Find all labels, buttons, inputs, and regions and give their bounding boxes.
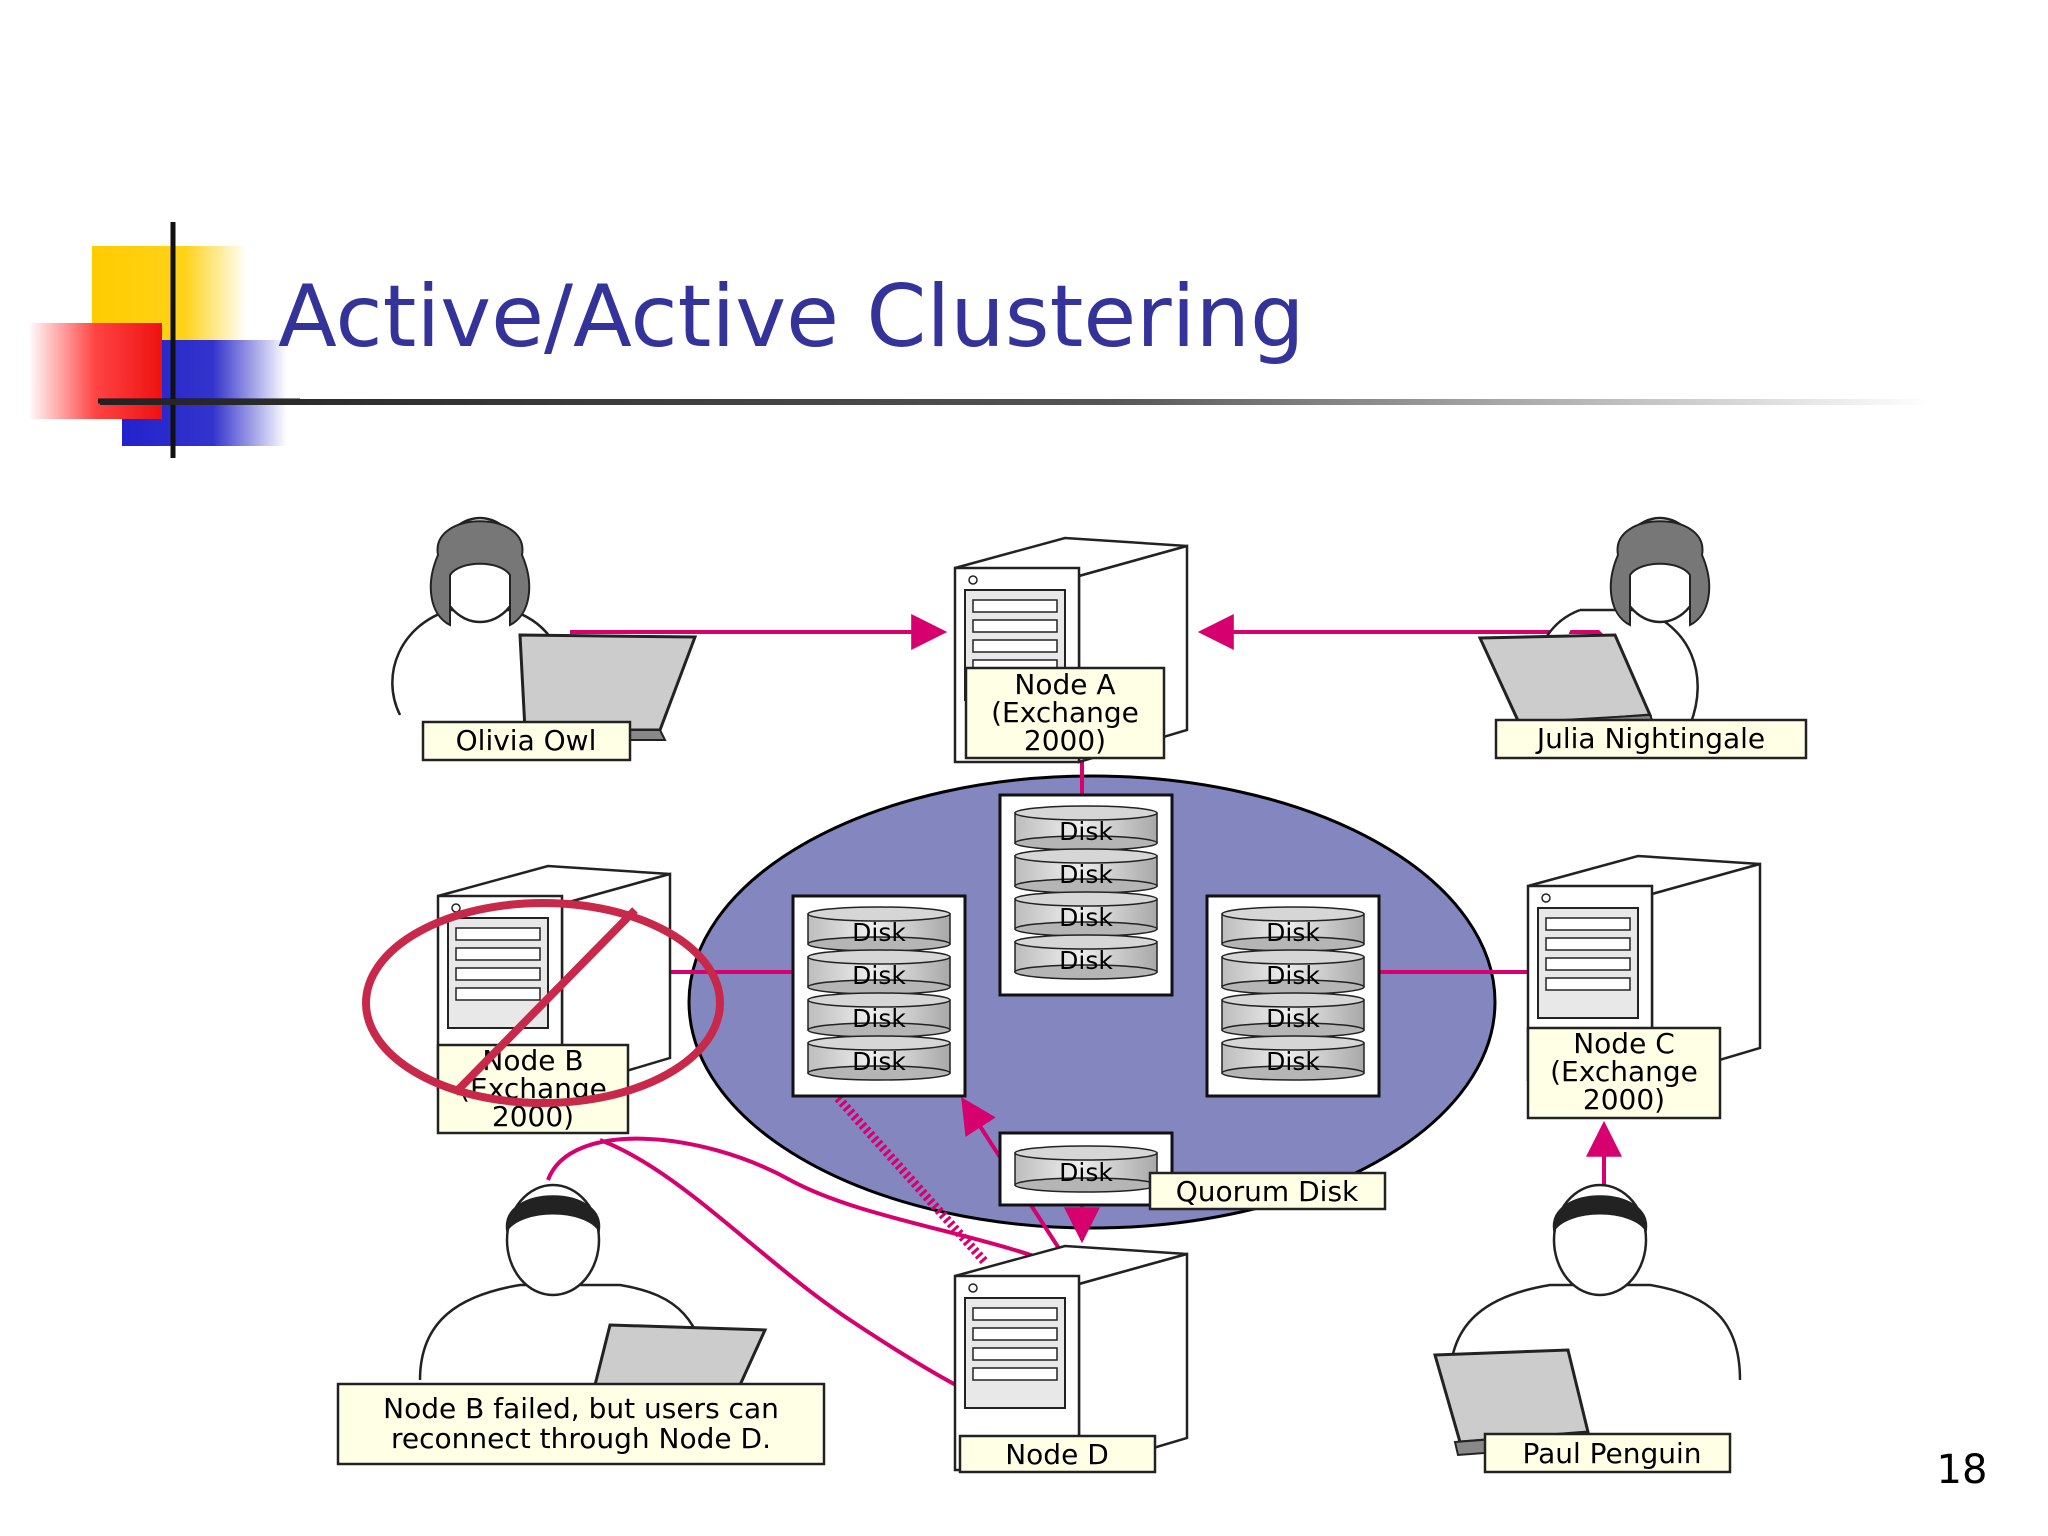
- disk-icon: Disk: [807, 992, 951, 1038]
- quorum-disk: Disk: [998, 1131, 1174, 1207]
- disk-icon: Disk: [1221, 1035, 1365, 1081]
- paul-label: Paul Penguin: [1483, 1432, 1732, 1474]
- disk-label: Disk: [1059, 1158, 1113, 1187]
- user-paul[interactable]: [1433, 1183, 1742, 1457]
- node-c-label-line2: (Exchange: [1550, 1055, 1698, 1088]
- node-a-label: Node A (Exchange 2000): [964, 666, 1166, 760]
- disk-label: Disk: [1059, 860, 1113, 889]
- user-reconnecting[interactable]: [418, 1183, 768, 1387]
- olivia-label-text: Olivia Owl: [456, 724, 597, 757]
- disk-icon: Disk: [807, 1035, 951, 1081]
- page-number: 18: [1937, 1447, 1988, 1493]
- disk-icon: Disk: [807, 949, 951, 995]
- node-a-label-line1: Node A: [1014, 668, 1115, 701]
- disk-layer: DiskDiskDiskDiskDiskDiskDiskDiskDiskDisk…: [791, 793, 1381, 1207]
- callout-line1: Node B failed, but users can: [383, 1392, 779, 1425]
- node-d-label: Node D: [958, 1434, 1157, 1474]
- user-olivia[interactable]: [391, 516, 698, 741]
- disk-icon: Disk: [807, 906, 951, 952]
- disk-icon: Disk: [1014, 934, 1158, 980]
- disk-icon: Disk: [1014, 805, 1158, 851]
- disk-label: Disk: [1266, 1047, 1320, 1076]
- disk-icon: Disk: [1221, 992, 1365, 1038]
- title-decoration: [28, 222, 300, 458]
- paul-label-text: Paul Penguin: [1522, 1437, 1701, 1470]
- node-d-label-text: Node D: [1005, 1438, 1109, 1471]
- julia-label: Julia Nightingale: [1494, 718, 1808, 760]
- disk-label: Disk: [1266, 961, 1320, 990]
- callout-line2: reconnect through Node D.: [391, 1422, 771, 1455]
- disk-icon: Disk: [1221, 906, 1365, 952]
- failed-mark: [362, 899, 724, 1107]
- disk-label: Disk: [1059, 817, 1113, 846]
- broken-link-node-b: [834, 1094, 989, 1266]
- disk-label: Disk: [852, 918, 906, 947]
- disk-label: Disk: [1059, 903, 1113, 932]
- node-c-label-line1: Node C: [1573, 1027, 1675, 1060]
- julia-label-text: Julia Nightingale: [1535, 722, 1765, 755]
- node-c-label: Node C (Exchange 2000): [1526, 1026, 1722, 1120]
- disk-label: Disk: [1059, 946, 1113, 975]
- disk-label: Disk: [852, 1047, 906, 1076]
- node-a-label-line2: (Exchange: [991, 696, 1139, 729]
- disk-label: Disk: [852, 1004, 906, 1033]
- node-c-label-line3: 2000): [1583, 1083, 1665, 1116]
- failover-callout: Node B failed, but users can reconnect t…: [336, 1382, 826, 1466]
- disk-icon: Disk: [1221, 949, 1365, 995]
- quorum-label-box: Quorum Disk: [1148, 1171, 1387, 1211]
- quorum-disk-icon: Disk: [1014, 1145, 1158, 1193]
- olivia-label: Olivia Owl: [421, 720, 632, 762]
- node-b-label: Node B (Exchange 2000): [436, 1043, 630, 1135]
- disk-label: Disk: [1266, 1004, 1320, 1033]
- node-a-label-line3: 2000): [1024, 724, 1106, 757]
- disk-label: Disk: [1266, 918, 1320, 947]
- disk-label: Disk: [852, 961, 906, 990]
- user-julia[interactable]: [1477, 516, 1711, 737]
- quorum-label: Quorum Disk: [1176, 1175, 1359, 1208]
- disk-icon: Disk: [1014, 891, 1158, 937]
- disk-icon: Disk: [1014, 848, 1158, 894]
- page-title: Active/Active Clustering: [278, 267, 1305, 367]
- title-rule: [100, 399, 1930, 405]
